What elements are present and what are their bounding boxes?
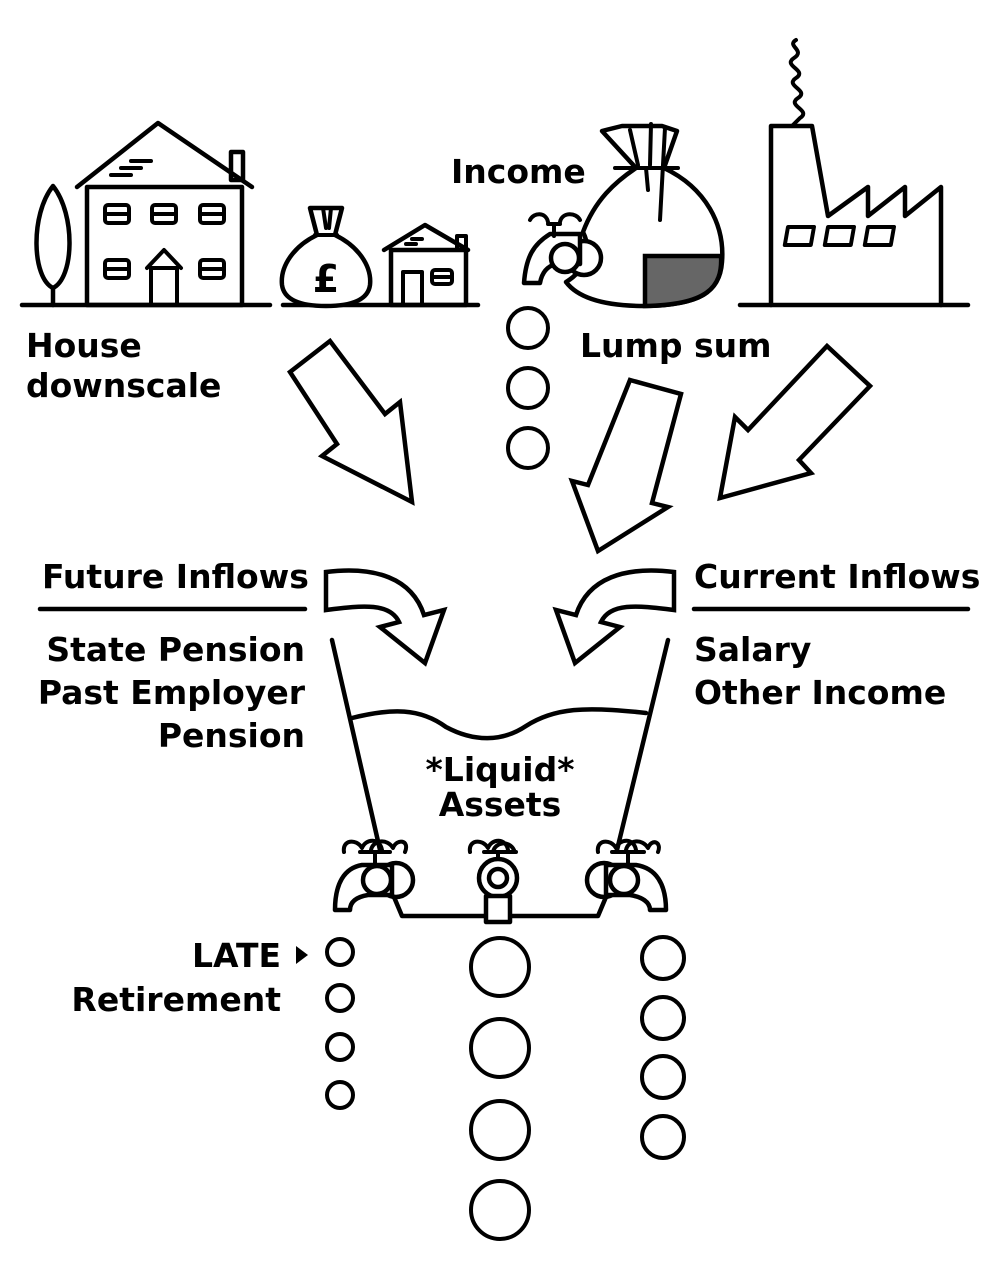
drop — [325, 937, 355, 967]
drop — [469, 1017, 531, 1079]
past-employer-pension-label-line2: Pension — [158, 716, 305, 755]
factory-icon — [768, 38, 944, 308]
future-inflows-curved-arrow — [323, 568, 448, 667]
liquid-assets-label-line1: *Liquid* — [426, 750, 575, 789]
large-house-icon — [74, 120, 255, 308]
center-drops — [469, 936, 531, 1241]
small-house-icon — [381, 222, 471, 308]
drop — [325, 983, 355, 1013]
drop — [640, 1054, 686, 1100]
money-bag-icon: £ — [279, 205, 373, 309]
drop — [469, 1179, 531, 1241]
drop — [325, 1080, 355, 1110]
future-inflows-heading: Future Inflows — [42, 557, 309, 596]
tree-icon — [34, 183, 72, 308]
drop — [469, 1099, 531, 1161]
drop — [469, 936, 531, 998]
drop — [640, 1114, 686, 1160]
left-tap-icon — [332, 838, 416, 913]
late-label: LATE — [192, 936, 281, 975]
right-tap-icon — [584, 838, 669, 913]
drop — [506, 366, 550, 410]
pound-sign: £ — [313, 257, 339, 301]
drop — [506, 306, 550, 350]
income-drops — [506, 306, 550, 470]
income-label: Income — [451, 152, 586, 191]
salary-label: Salary — [694, 630, 811, 669]
lump-sum-label: Lump sum — [580, 326, 772, 365]
drop — [325, 1032, 355, 1062]
drop — [640, 935, 686, 981]
center-tap-icon — [467, 838, 520, 925]
drop — [506, 426, 550, 470]
tap-icon — [521, 212, 604, 286]
house-downscale-arrow — [286, 337, 415, 506]
right-drops — [640, 935, 686, 1160]
drop — [640, 995, 686, 1041]
house-downscale-label-line1: House — [26, 326, 142, 365]
late-pointer-icon — [296, 946, 308, 964]
retirement-label: Retirement — [71, 980, 281, 1019]
income-sack-icon — [563, 122, 725, 309]
other-income-label: Other Income — [694, 673, 946, 712]
current-inflow-arrow — [717, 342, 874, 502]
liquid-assets-label-line2: Assets — [439, 785, 562, 824]
left-drops — [325, 937, 355, 1110]
current-inflows-curved-arrow — [552, 568, 677, 667]
past-employer-pension-label-line1: Past Employer — [38, 673, 306, 712]
state-pension-label: State Pension — [46, 630, 305, 669]
current-inflows-heading: Current Inflows — [694, 557, 980, 596]
house-downscale-label-line2: downscale — [26, 366, 221, 405]
lump-sum-arrow — [568, 377, 684, 555]
